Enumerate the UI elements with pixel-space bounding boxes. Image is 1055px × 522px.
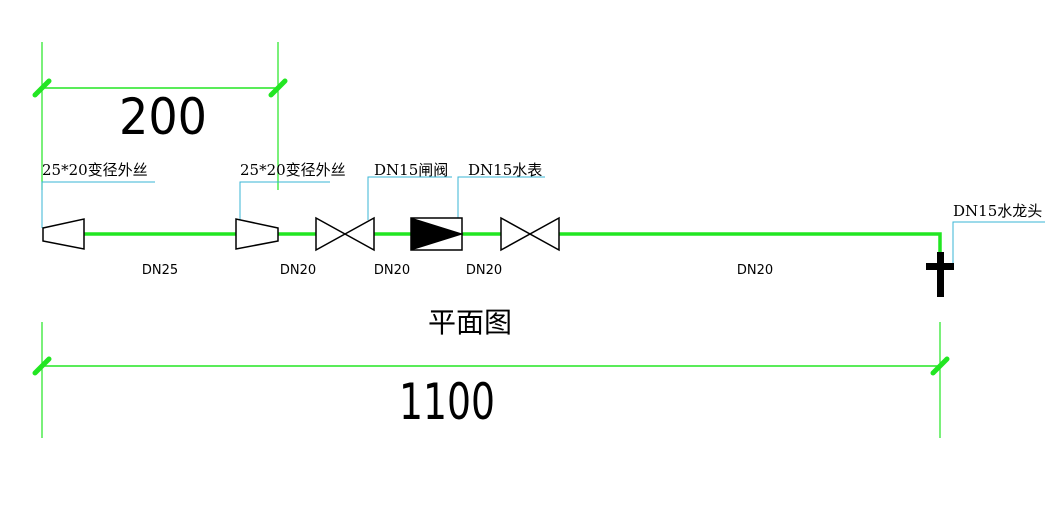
pipe-size-labels: DN25 DN20 DN20 DN20 DN20 [142,263,773,278]
reducer-icon [42,218,85,250]
leader-line [239,181,330,220]
dimension-tick [32,78,52,98]
faucet-handle [926,263,954,270]
pipe-size-label: DN20 [466,263,502,278]
pipe-size-label: DN25 [142,263,178,278]
leader-line [457,176,545,220]
leader-line [952,221,1045,264]
annotation-reducer-left: 25*20变径外丝 [41,161,155,228]
dimension-top: 200 [32,42,288,190]
dimension-value-bottom: 1100 [399,373,495,431]
reducer-right-symbol [235,218,279,250]
pipe-run [82,232,942,254]
gate-valve-icon [315,216,375,252]
dimension-tick [268,78,288,98]
water-meter-icon [410,217,464,251]
faucet-symbol [926,252,954,297]
annotation-water-meter: DN15水表 [457,161,545,220]
dimension-tick [32,356,52,376]
pipe-size-label: DN20 [280,263,316,278]
pipe-size-label: DN20 [737,263,773,278]
water-meter-symbol [410,217,464,251]
label-gate-valve: DN15闸阀 [374,161,448,179]
label-water-meter: DN15水表 [468,161,542,179]
label-faucet: DN15水龙头 [953,202,1042,220]
reducer-icon [235,218,279,250]
annotation-reducer-right: 25*20变径外丝 [239,161,346,220]
pipe-segment [557,232,942,254]
dimension-tick [930,356,950,376]
label-reducer-right: 25*20变径外丝 [240,161,346,179]
faucet-stem [937,252,944,297]
annotation-faucet: DN15水龙头 [952,202,1045,264]
leader-line [367,176,452,220]
reducer-left-symbol [42,218,85,250]
dimension-bottom: 1100 [32,322,950,438]
pipe-size-label: DN20 [374,263,410,278]
annotation-gate-valve: DN15闸阀 [367,161,452,220]
valve-symbol [500,216,560,252]
drawing-title: 平面图 [428,306,512,339]
dimension-value-top: 200 [119,88,207,146]
gate-valve-symbol [315,216,375,252]
valve-icon [500,216,560,252]
leader-line [41,181,155,228]
label-reducer-left: 25*20变径外丝 [42,161,148,179]
